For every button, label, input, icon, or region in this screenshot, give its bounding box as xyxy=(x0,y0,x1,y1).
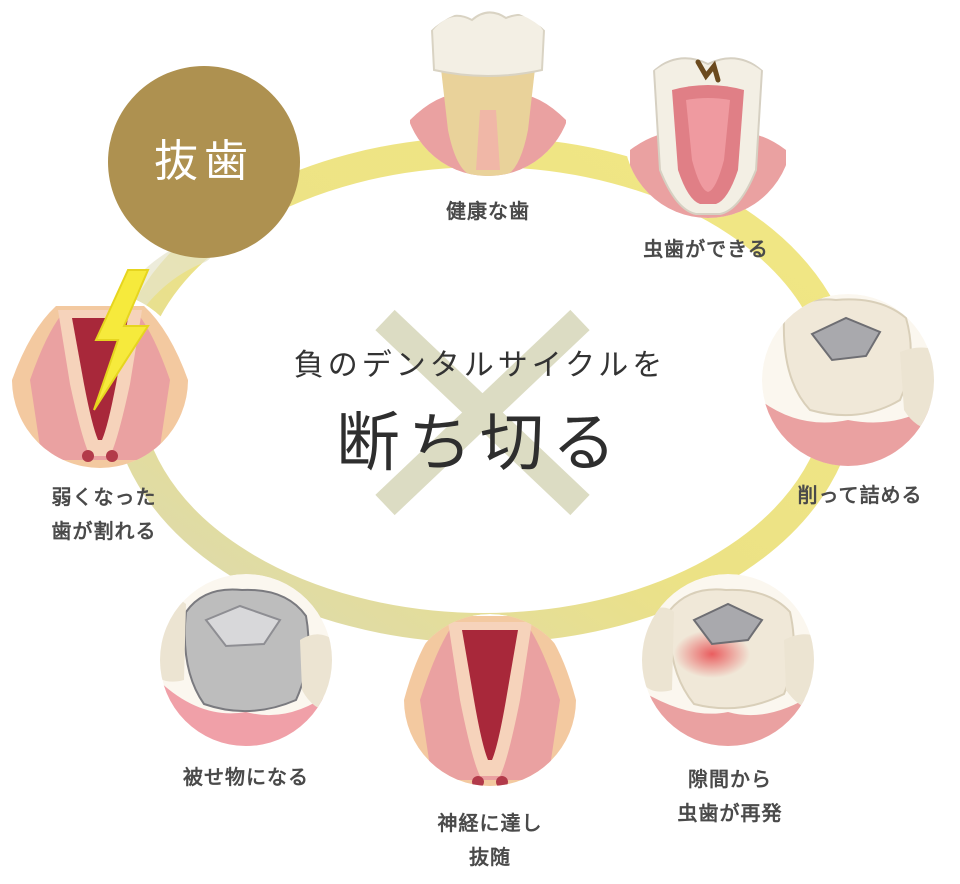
stage-label-cavity: 虫歯ができる xyxy=(606,232,806,266)
cracked-tooth-illustration xyxy=(12,292,188,470)
center-subtitle: 負のデンタルサイクルを xyxy=(260,340,700,384)
stage-label-crown: 被せ物になる xyxy=(146,760,346,794)
stage-label-nerve: 神経に達し 抜随 xyxy=(400,806,580,874)
stage-label-filling: 削って詰める xyxy=(760,478,960,512)
recurrence-tooth-illustration xyxy=(640,574,830,760)
filling-tooth-illustration xyxy=(760,294,950,480)
stage-label-cracked: 弱くなった 歯が割れる xyxy=(14,480,194,548)
healthy-tooth-illustration xyxy=(404,8,572,200)
center-title: 断ち切る xyxy=(300,392,660,484)
nerve-tooth-illustration xyxy=(404,614,576,790)
stage-label-recurrence: 隙間から 虫歯が再発 xyxy=(640,762,820,830)
cavity-tooth-illustration xyxy=(624,50,792,230)
extraction-badge: 抜歯 xyxy=(108,66,300,258)
stage-label-healthy: 健康な歯 xyxy=(408,194,568,228)
